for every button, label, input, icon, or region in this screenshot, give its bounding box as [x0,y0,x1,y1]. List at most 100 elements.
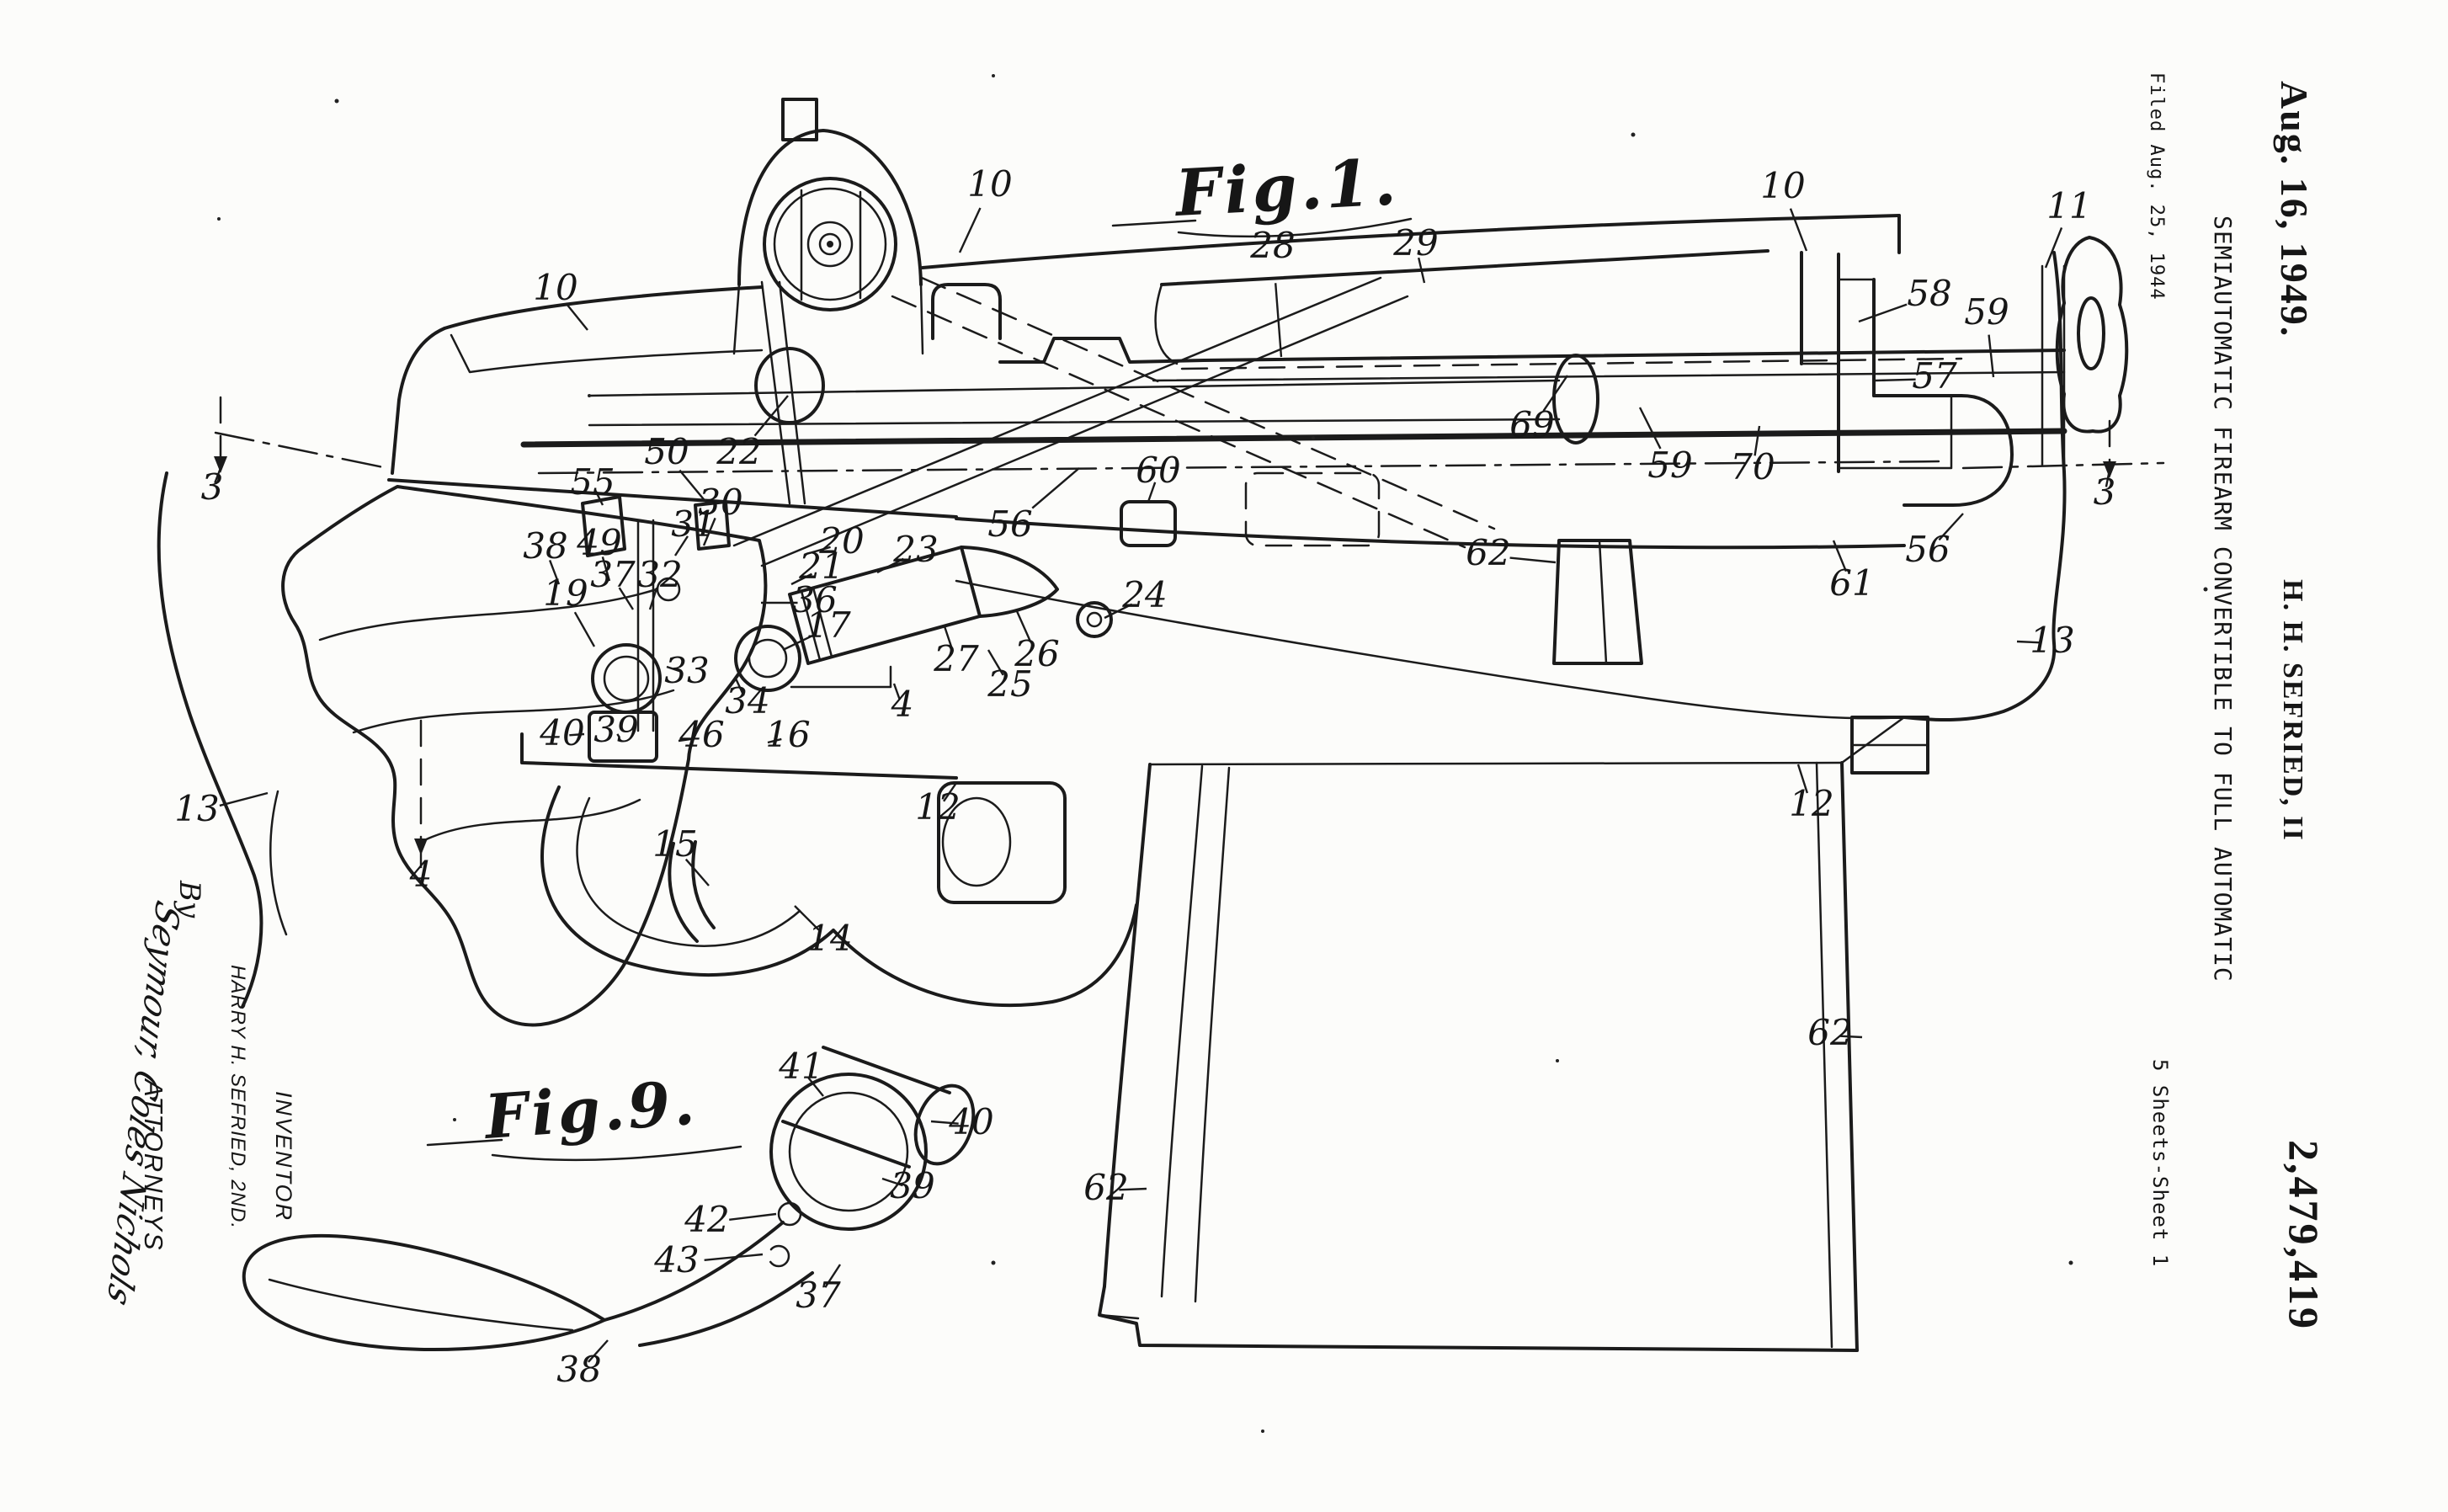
muzzle-section [2055,236,2129,434]
leader-line [1015,610,1032,643]
part-label-10: 10 [967,163,1012,205]
fig9-underline [491,1145,742,1162]
leader-line [548,560,561,585]
leader-line [1542,375,1568,412]
part-label-27: 27 [933,638,979,679]
fig1-title: Fig.1. [1172,144,1401,231]
part-label-41: 41 [778,1046,823,1087]
leader-line [1938,513,1964,541]
leader-line [684,858,710,886]
part-label-69: 69 [1509,404,1554,445]
leader-line [1031,467,1080,509]
leader-line [2105,469,2111,487]
leader-line [704,1253,764,1261]
leader-line [594,491,604,506]
magazine [1098,716,1906,1352]
part-label-57: 57 [1912,355,1957,397]
part-label-40: 40 [948,1101,993,1142]
part-label-29: 29 [1392,222,1438,264]
part-label-58: 58 [1907,273,1951,314]
leader-line [892,683,901,700]
part-label-49: 49 [576,522,621,563]
part-label-60: 60 [1136,450,1180,491]
part-label-3: 3 [2094,471,2116,513]
leader-line [573,611,596,647]
part-label-4: 4 [891,684,914,725]
leader-line [1796,764,1809,794]
part-label-33: 33 [664,650,709,691]
part-label-25: 25 [987,663,1032,705]
leader-line [790,572,813,586]
part-label-38: 38 [556,1349,601,1390]
part-label-11: 11 [2046,185,2091,226]
leader-line [943,626,954,651]
receiver-barrel-lines [214,214,2165,720]
part-label-34: 34 [725,680,769,721]
part-label-61: 61 [1829,562,1874,604]
part-label-59: 59 [1964,291,2009,333]
part-label-43: 43 [653,1239,699,1280]
leader-line [673,535,689,556]
part-label-12: 12 [915,786,960,828]
leader-line [219,791,269,807]
part-label-24: 24 [1121,574,1167,615]
part-label-20: 20 [818,520,864,562]
part-label-50: 50 [644,431,689,472]
part-label-13: 13 [174,788,219,829]
part-label-31: 31 [671,503,716,545]
part-label-23: 23 [892,529,938,570]
scan-specks [217,74,2208,1433]
stock-wood [157,471,768,1027]
part-label-10: 10 [1760,165,1805,206]
figure-1-drawing: Fig.1. [157,98,2165,1352]
fig1-underline [1111,219,1197,227]
leader-line [734,678,745,696]
part-label-32: 32 [637,554,682,595]
leader-line [807,1077,824,1097]
leader-line [2044,226,2063,269]
part-label-37: 37 [796,1275,841,1316]
leader-line [1858,303,1908,323]
part-label-42: 42 [684,1199,729,1240]
leader-line [729,1212,777,1221]
leader-line [1509,556,1557,564]
leader-line [565,302,588,331]
part-label-56: 56 [1905,529,1950,570]
part-label-13: 13 [2030,620,2074,661]
part-label-36: 36 [792,579,837,620]
part-label-39: 39 [593,709,638,750]
leader-line [1418,257,1426,284]
leader-line [1832,540,1848,572]
op-rod-spring [537,354,1946,475]
fig9-title: Fig.9. [481,1067,700,1153]
part-label-37: 37 [590,554,636,595]
leader-line [782,634,815,652]
part-label-21: 21 [798,546,843,587]
leader-line [1789,208,1808,252]
leader-line [569,732,585,737]
leader-line [876,557,904,574]
leader-line [702,517,716,546]
leader-line [1147,482,1157,503]
part-label-39: 39 [890,1165,934,1206]
leader-line [1638,407,1662,450]
part-label-12: 12 [1789,783,1833,824]
part-label-4: 4 [409,854,433,895]
part-label-22: 22 [716,431,761,472]
part-label-14: 14 [807,918,852,959]
leader-line [1840,1035,1863,1039]
leader-line [214,467,222,484]
leader-line [930,1120,959,1125]
part-label-3: 3 [201,466,224,508]
leader-line [648,587,658,610]
part-label-46: 46 [679,714,724,755]
part-label-19: 19 [543,572,588,614]
leader-line [767,737,782,744]
part-label-62: 62 [1807,1012,1852,1053]
leader-line [1119,1187,1147,1191]
part-label-28: 28 [1249,225,1295,266]
leader-line [678,737,695,743]
